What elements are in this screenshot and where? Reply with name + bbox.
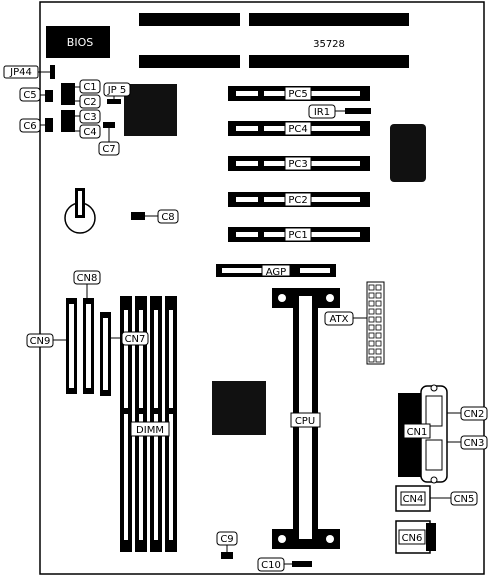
c3-label: C3 <box>83 112 96 123</box>
jp5-jumper <box>107 99 121 104</box>
c10-label: C10 <box>261 560 281 571</box>
c8-label: C8 <box>161 212 174 223</box>
pc1-label: PC1 <box>288 230 307 241</box>
isa-slot-2a <box>139 55 240 68</box>
cn6-callout <box>398 529 426 545</box>
c7-jumper <box>103 122 115 128</box>
cn7-label: CN7 <box>125 334 146 345</box>
pc4-label: PC4 <box>288 124 307 135</box>
pc5-label: PC5 <box>288 89 307 100</box>
agp-label: AGP <box>266 267 286 278</box>
pc3-label: PC3 <box>288 159 307 170</box>
cn3-label: CN3 <box>464 438 485 449</box>
cn9-label: CN9 <box>30 336 51 347</box>
dimm-label: DIMM <box>136 425 164 436</box>
pci-slot-4: PC4 <box>228 121 370 136</box>
jp5-label: JP 5 <box>107 85 127 96</box>
c9-jumper <box>221 552 233 559</box>
board-id-label: 35728 <box>313 39 345 50</box>
chipset-north <box>124 84 177 136</box>
jp44-label: JP44 <box>9 67 32 78</box>
bios-chip <box>46 26 110 58</box>
pci-slot-2: PC2 <box>228 192 370 207</box>
c1-c2-jumper <box>61 83 75 105</box>
cn4-callout <box>400 491 426 506</box>
isa-slot-1a <box>139 13 240 26</box>
pci-slot-1: PC1 <box>228 227 370 242</box>
cn8-label: CN8 <box>77 273 98 284</box>
pci-slot-3: PC3 <box>228 156 370 171</box>
pc2-label: PC2 <box>288 195 307 206</box>
cn1-label: CN1 <box>407 427 428 438</box>
c7-label: C7 <box>102 144 115 155</box>
c2-label: C2 <box>83 97 96 108</box>
jp5-callout <box>103 82 131 97</box>
c3-c4-jumper <box>61 110 75 132</box>
c8-jumper <box>131 212 145 220</box>
pci-slot-5: PC5 <box>228 86 370 101</box>
cpu-slot: CPU <box>272 288 340 549</box>
jp44-jumper <box>50 65 55 79</box>
bios-label: BIOS <box>67 36 93 49</box>
cpu-label: CPU <box>295 416 315 427</box>
isa-slot-2b <box>249 55 409 68</box>
c5-jumper <box>45 90 53 102</box>
cn1-callout <box>403 423 431 439</box>
chipset-south <box>212 381 266 435</box>
atx-label: ATX <box>329 314 348 325</box>
c4-label: C4 <box>83 127 96 138</box>
c9-label: C9 <box>220 534 233 545</box>
isa-slot-1b <box>249 13 409 26</box>
agp-slot: AGP <box>216 264 336 278</box>
dimm-slots: DIMM <box>120 296 177 552</box>
c1-label: C1 <box>83 82 96 93</box>
cn4-label: CN4 <box>403 494 424 505</box>
cn5-label: CN5 <box>454 494 475 505</box>
c6-jumper <box>45 118 53 132</box>
ir1-label: IR1 <box>314 107 330 118</box>
cn6-label: CN6 <box>402 533 423 544</box>
chip-right <box>390 124 426 182</box>
c10-connector <box>292 561 312 567</box>
ir1-connector <box>345 108 371 114</box>
cn2-label: CN2 <box>464 409 485 420</box>
c6-label: C6 <box>23 121 36 132</box>
c5-label: C5 <box>23 90 36 101</box>
